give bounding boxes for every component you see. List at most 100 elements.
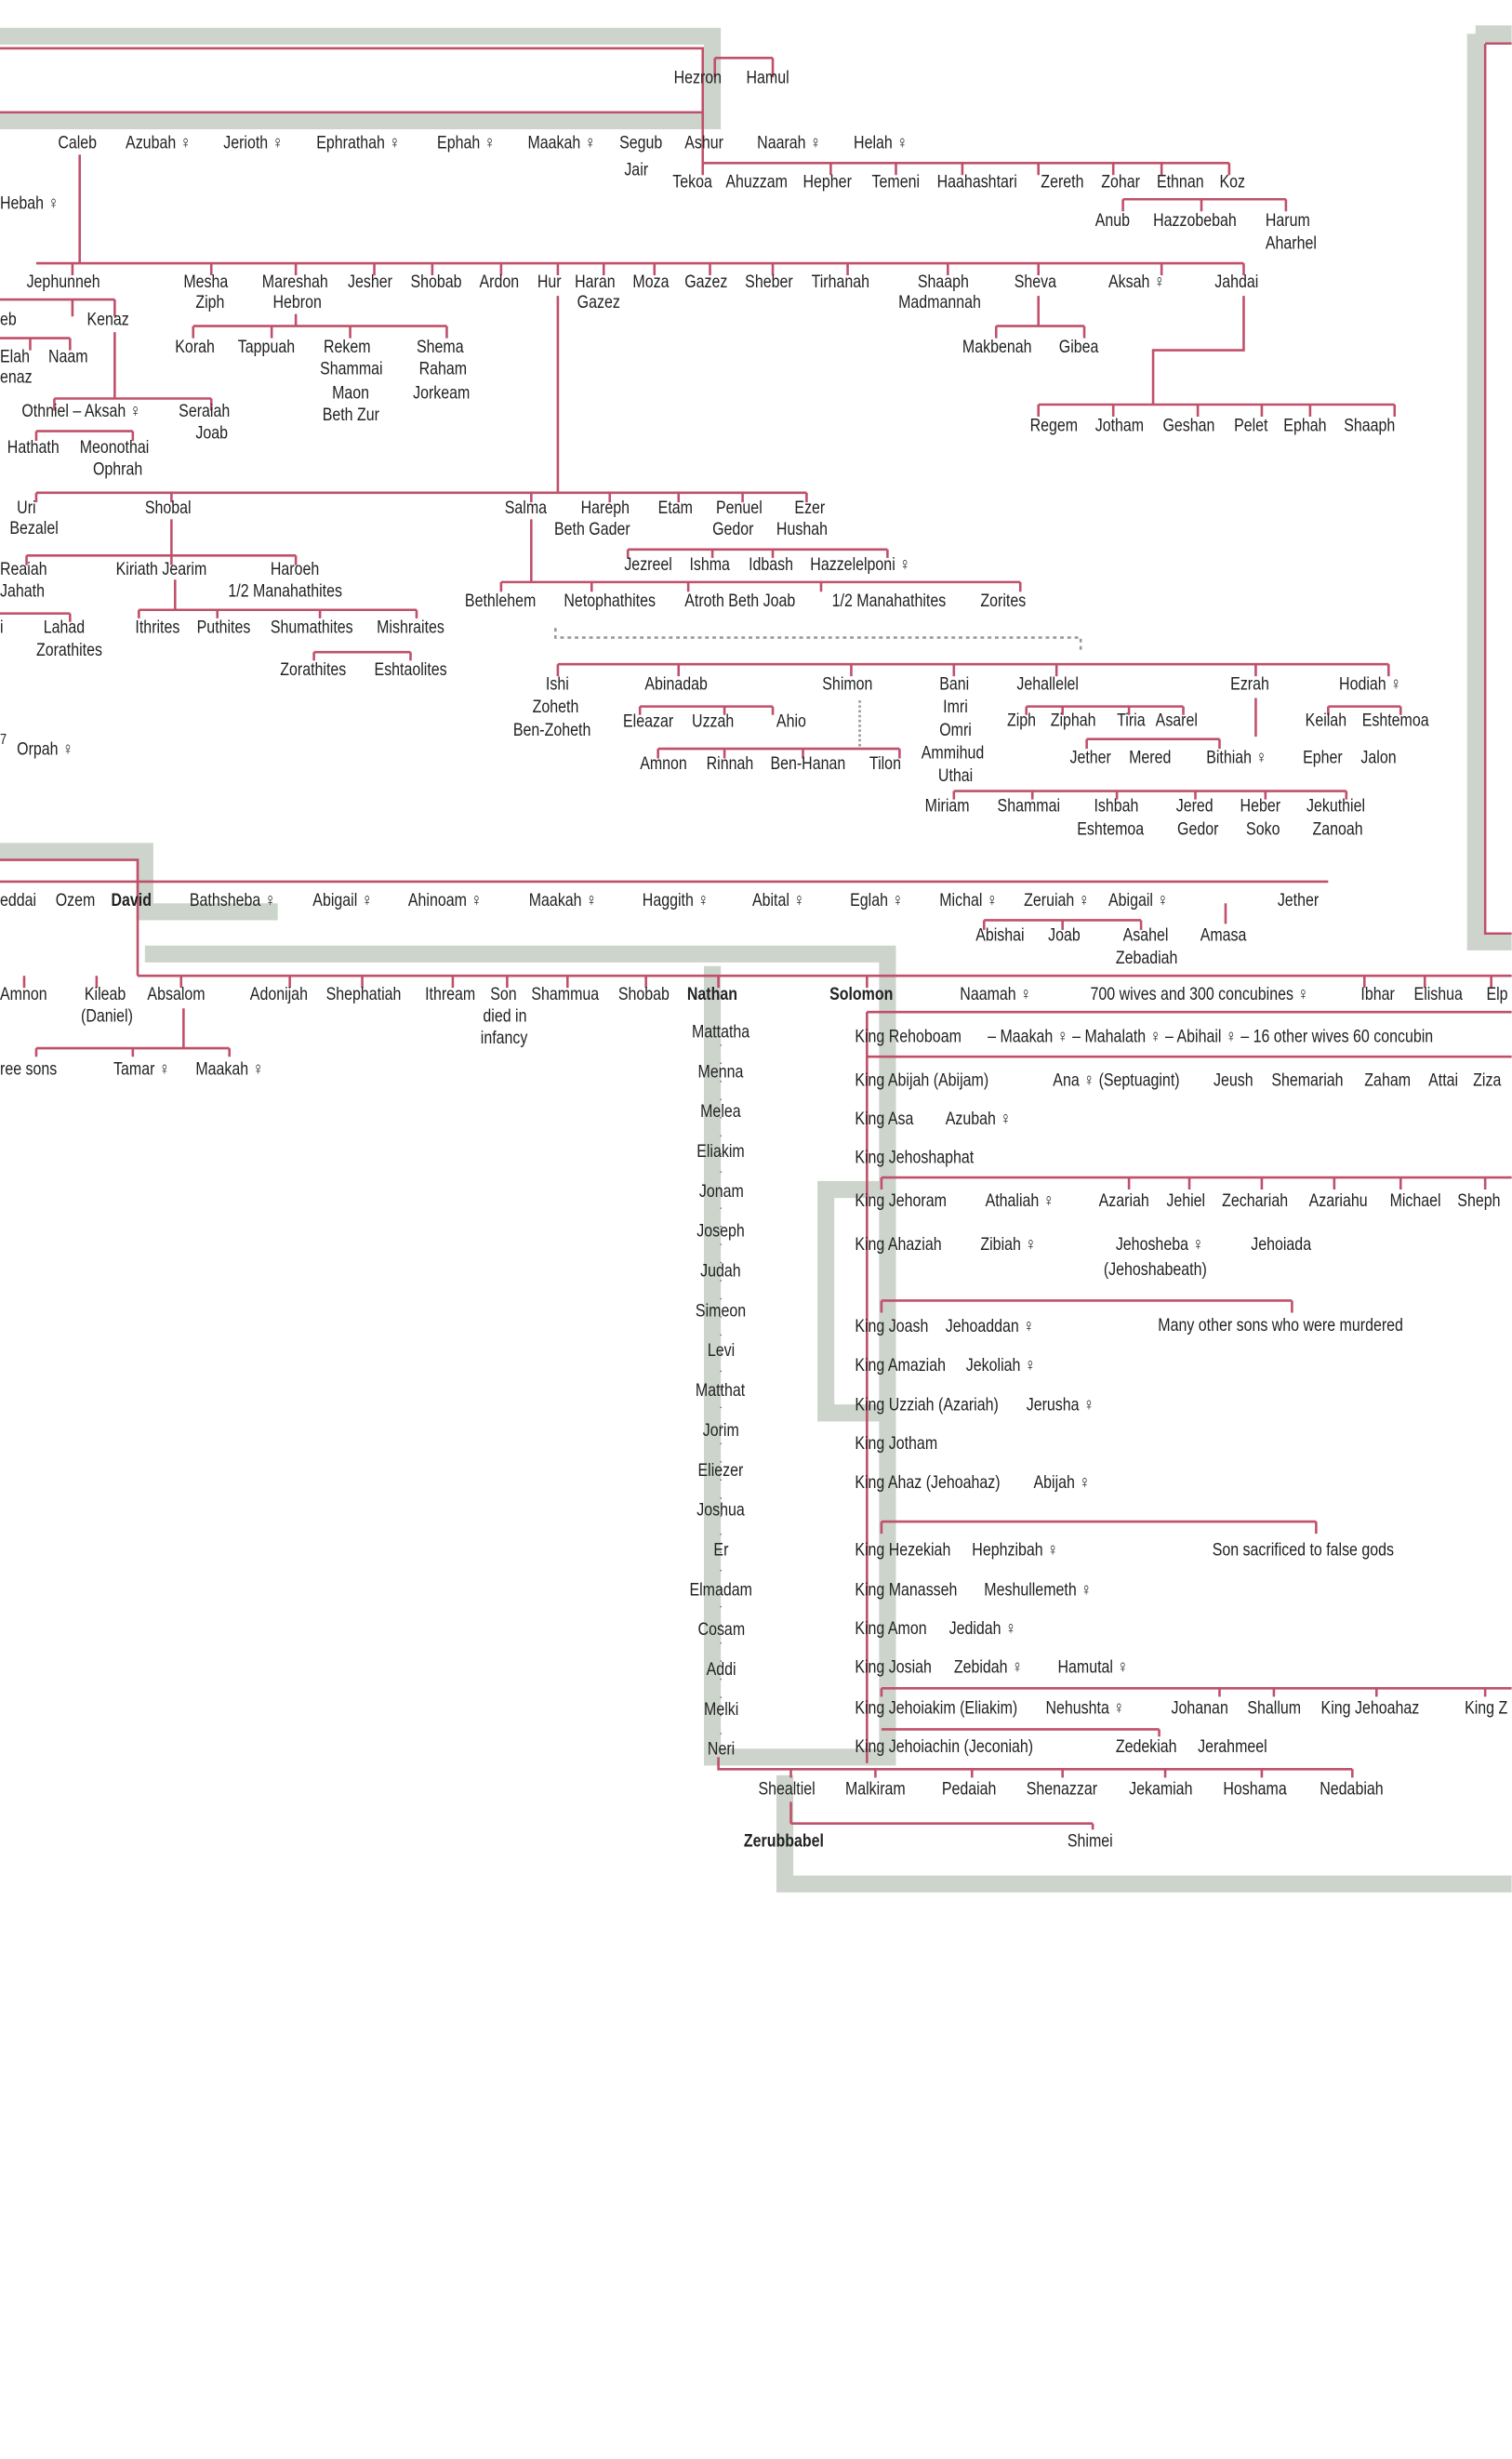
jehoram-label: King Jehoram	[855, 1190, 947, 1212]
azubah-label: Azubah ♀	[126, 132, 192, 153]
bezalel-label: Bezalel	[9, 518, 59, 539]
zaham-label: Zaham	[1364, 1070, 1412, 1091]
jehoahaz-label: King Jehoahaz	[1320, 1697, 1420, 1719]
naamah-label: Naamah ♀	[960, 984, 1032, 1005]
nathan-line-item: Er	[713, 1539, 729, 1561]
hebah-label: Hebah ♀	[0, 193, 60, 214]
three-sons-label: ree sons	[0, 1058, 58, 1080]
ziph2-label: Ziph	[1006, 710, 1037, 731]
soko-label: Soko	[1246, 818, 1280, 840]
shobab2-label: Shobab	[617, 984, 670, 1005]
zereth-label: Zereth	[1041, 171, 1084, 193]
bathsheba-label: Bathsheba ♀	[189, 889, 276, 911]
hushah-label: Hushah	[776, 519, 828, 540]
bethlehem-label: Bethlehem	[464, 590, 537, 612]
nathan-line-item: Cosam	[696, 1619, 745, 1641]
hur-label: Hur	[537, 272, 562, 293]
abital-label: Abital ♀	[751, 889, 805, 911]
ezer-label: Ezer	[794, 497, 826, 519]
shaaph2-label: Shaaph	[1344, 415, 1396, 436]
orpah-label: Orpah ♀	[17, 738, 73, 760]
amnon2-label: Amnon	[640, 753, 687, 775]
ahinoam-label: Ahinoam ♀	[407, 889, 483, 911]
joab2-label: Joab	[1048, 924, 1081, 946]
jehallelel-label: Jehallelel	[1016, 673, 1079, 695]
azubah2-label: Azubah ♀	[945, 1109, 1012, 1130]
nathan-line-item: Matthat	[696, 1380, 746, 1402]
ahuzzam-label: Ahuzzam	[725, 171, 788, 193]
hamutal-label: Hamutal ♀	[1057, 1656, 1129, 1678]
ishma-label: Ishma	[689, 554, 730, 576]
jehoiada-label: Jehoiada	[1251, 1234, 1312, 1256]
geshan-label: Geshan	[1162, 415, 1215, 436]
hamul-label: Hamul	[746, 67, 789, 88]
ahaziah-label: King Ahaziah	[855, 1234, 942, 1256]
azariahu-label: Azariahu	[1308, 1190, 1368, 1212]
elishua-label: Elishua	[1413, 984, 1463, 1005]
ithream-label: Ithream	[425, 984, 476, 1005]
ephrathah-label: Ephrathah ♀	[316, 132, 401, 153]
tamar-label: Tamar ♀	[113, 1058, 170, 1080]
gedor-label: Gedor	[712, 519, 754, 540]
hodiah-label: Hodiah ♀	[1339, 673, 1402, 695]
lahad-label: Lahad	[43, 617, 86, 638]
nathan-line-item: Addi	[706, 1659, 736, 1681]
nathan-line-item: Eliezer	[697, 1459, 744, 1481]
ishi-label: Ishi	[545, 673, 569, 695]
penuel-label: Penuel	[716, 497, 763, 519]
netophathites-label: Netophathites	[564, 590, 656, 612]
died-in-label: died in	[483, 1005, 527, 1027]
mered-label: Mered	[1129, 747, 1172, 768]
maakah-wife-label: Maakah ♀	[527, 132, 596, 153]
jahath-label: Jahath	[0, 580, 45, 602]
nathan-line-item: Jorim	[702, 1420, 739, 1442]
shenazzar-label: Shenazzar	[1026, 1778, 1098, 1800]
abigail-label: Abigail ♀	[312, 889, 373, 911]
idbash-label: Idbash	[749, 554, 794, 576]
asahel-label: Asahel	[1122, 924, 1169, 946]
amaziah-label: King Amaziah	[855, 1354, 947, 1376]
benhanan-label: Ben-Hanan	[770, 753, 846, 775]
shammai-label: Shammai	[320, 358, 383, 379]
josiah-label: King Josiah	[855, 1656, 932, 1678]
epher-label: Epher	[1303, 747, 1343, 768]
many-sons-label: Many other sons who were murdered	[1158, 1315, 1403, 1336]
jerioth-label: Jerioth ♀	[223, 132, 284, 153]
jehoaddan-label: Jehoaddan ♀	[945, 1316, 1035, 1337]
nathan-line-item: Eliakim	[696, 1141, 745, 1163]
anub-label: Anub	[1094, 209, 1131, 232]
bethzur-label: Beth Zur	[322, 404, 379, 426]
nathan-line-item: Joseph	[696, 1220, 745, 1242]
rinnah-label: Rinnah	[706, 753, 754, 775]
malkiram-label: Malkiram	[844, 1778, 906, 1800]
nathan-line-item: Melea	[700, 1101, 741, 1123]
keilah-label: Keilah	[1305, 710, 1347, 731]
shemariah-label: Shemariah	[1271, 1070, 1344, 1091]
ithrites-label: Ithrites	[135, 617, 180, 638]
michal-label: Michal ♀	[939, 889, 998, 911]
hoshama-label: Hoshama	[1223, 1778, 1287, 1800]
azariah1-label: Azariah	[1098, 1190, 1149, 1212]
zorites-label: Zorites	[980, 590, 1027, 612]
kenaz2-label: enaz	[0, 366, 33, 388]
nathan-line-item: Melki	[703, 1698, 738, 1721]
gazez-label: Gazez	[577, 292, 620, 313]
jephunneh-label: Jephunneh	[26, 272, 100, 293]
shimei-label: Shimei	[1067, 1830, 1113, 1852]
jahdai-label: Jahdai	[1214, 272, 1259, 293]
ziza-label: Ziza	[1473, 1070, 1502, 1091]
seraiah-label: Seraiah	[179, 401, 231, 422]
shumathites-label: Shumathites	[270, 617, 353, 638]
i-label: i	[0, 617, 4, 638]
shaaph-label: Shaaph	[917, 272, 969, 293]
infancy-label: infancy	[480, 1028, 528, 1049]
zebidah-label: Zebidah ♀	[953, 1656, 1023, 1678]
son-sacrificed-label: Son sacrificed to false gods	[1212, 1539, 1395, 1561]
haroeh-label: Haroeh	[270, 559, 320, 580]
maakah2-label: Maakah ♀	[528, 889, 597, 911]
makbenah-label: Makbenah	[962, 337, 1032, 358]
atrothbethjoab-label: Atroth Beth Joab	[684, 590, 796, 612]
shimon-label: Shimon	[822, 673, 873, 695]
jezreel-label: Jezreel	[624, 554, 672, 576]
